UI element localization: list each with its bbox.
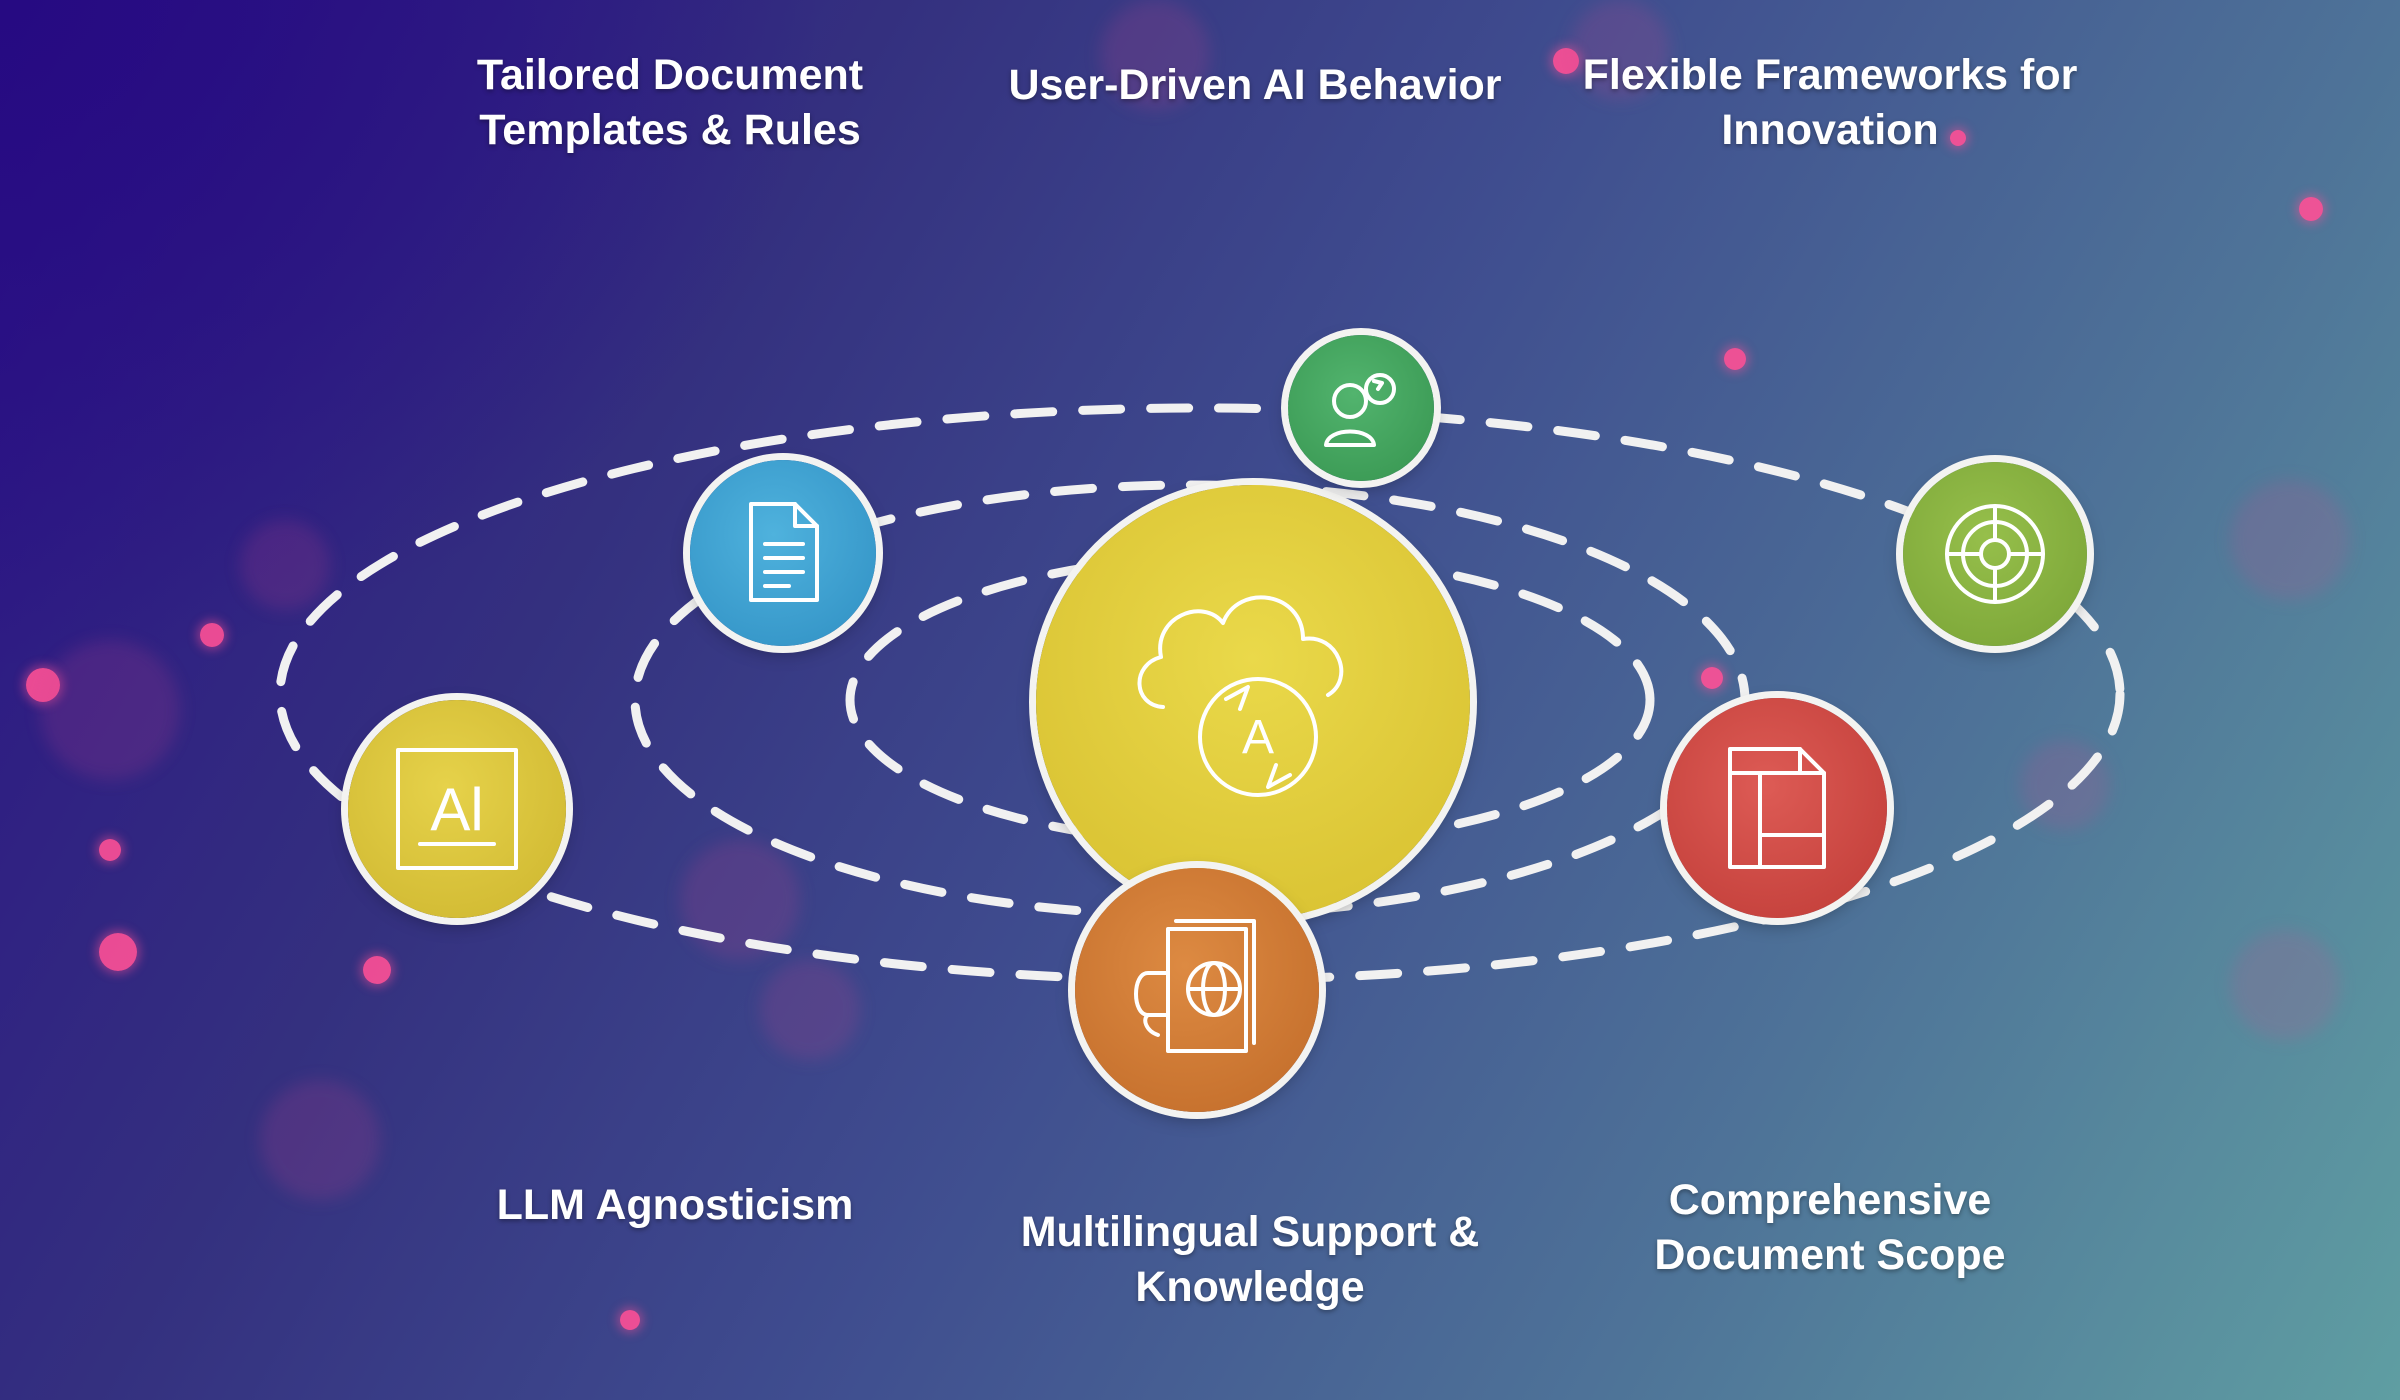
label-line: Knowledge — [1135, 1263, 1365, 1311]
llm-node: Al — [348, 700, 566, 918]
ai-badge-text: Al — [430, 776, 483, 843]
bokeh-blur — [260, 1080, 380, 1200]
label-flexible-frameworks: Flexible Frameworks for Innovation — [1570, 48, 2090, 158]
bokeh-dot — [2299, 197, 2323, 221]
document-icon — [749, 502, 819, 602]
label-line: LLM Agnosticism — [496, 1181, 854, 1229]
label-line: Multilingual Support & — [1020, 1208, 1480, 1256]
bokeh-blur — [2230, 930, 2340, 1040]
bokeh-dot — [1950, 130, 1966, 146]
center-node: A — [1036, 485, 1470, 919]
bokeh-dot — [1553, 48, 1579, 74]
bokeh-blur — [1570, 0, 1670, 100]
translate-letter: A — [1242, 711, 1274, 764]
bokeh-blur — [680, 840, 800, 960]
bokeh-dot — [26, 668, 60, 702]
bokeh-dot — [1701, 667, 1723, 689]
person-cycle-icon — [1324, 373, 1396, 447]
label-line: Comprehensive — [1668, 1176, 1992, 1224]
bokeh-dot — [363, 956, 391, 984]
target-icon — [1945, 504, 2045, 604]
bokeh-blur — [760, 960, 860, 1060]
document-scope-node — [1667, 698, 1887, 918]
bokeh-blur — [240, 520, 330, 610]
bokeh-dot — [99, 933, 137, 971]
label-line: User-Driven AI Behavior — [1008, 61, 1502, 109]
label-comprehensive-document-scope: Comprehensive Document Scope — [1620, 1173, 2040, 1283]
globe-book-icon — [1134, 919, 1256, 1053]
label-line: Templates & Rules — [479, 106, 861, 154]
bokeh-dot — [99, 839, 121, 861]
label-line: Innovation — [1721, 106, 1939, 154]
bokeh-dot — [200, 623, 224, 647]
framework-node — [1903, 462, 2087, 646]
label-line: Flexible Frameworks for — [1582, 51, 2078, 99]
label-user-driven-ai-behavior: User-Driven AI Behavior — [1000, 58, 1510, 113]
bokeh-blur — [2230, 480, 2350, 600]
orbit-inner — [845, 550, 1655, 850]
ai-chip-icon: Al — [396, 748, 518, 870]
label-multilingual-support: Multilingual Support & Knowledge — [1000, 1205, 1500, 1315]
bokeh-blur — [1100, 0, 1210, 110]
bokeh-blur — [40, 640, 180, 780]
label-line: Document Scope — [1654, 1231, 2006, 1279]
cloud-translate-icon: A — [1137, 595, 1344, 797]
bokeh-dot — [620, 1310, 640, 1330]
user-node — [1288, 335, 1434, 481]
multilingual-node — [1075, 868, 1319, 1112]
label-tailored-document-templates: Tailored Document Templates & Rules — [470, 48, 870, 158]
orbit-outer — [275, 403, 2125, 985]
bokeh-dot — [1724, 348, 1746, 370]
document-node — [690, 460, 876, 646]
label-line: Tailored Document — [476, 51, 864, 99]
label-llm-agnosticism: LLM Agnosticism — [460, 1178, 890, 1233]
layout-grid-icon — [1728, 747, 1826, 869]
